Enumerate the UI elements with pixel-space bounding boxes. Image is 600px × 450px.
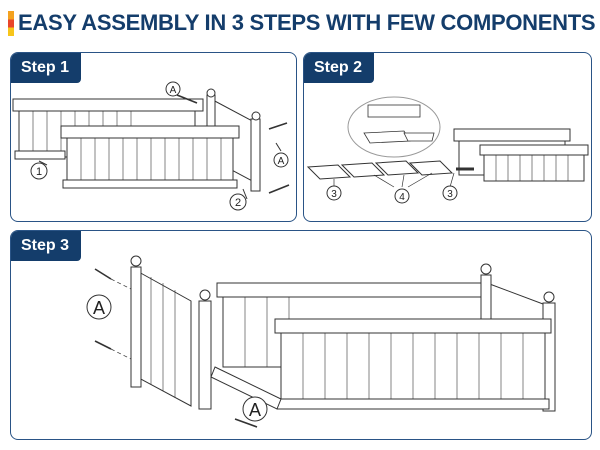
step-1-label: Step 1: [11, 53, 82, 83]
step-2-callout-3-right: 3: [447, 189, 453, 200]
step-2-panel: Step 2: [303, 52, 592, 222]
step-1-illustration: A A 1 2: [12, 81, 290, 211]
step-2-label: Step 2: [304, 53, 375, 83]
step-1-callout-a-top: A: [170, 85, 177, 96]
step-1-callout-a-right: A: [278, 156, 285, 167]
step-3-callout-a-left: A: [93, 298, 105, 318]
step-2-callout-3-left: 3: [331, 189, 337, 200]
title-accent-bar: [8, 11, 14, 36]
step-3-illustration: A A: [86, 255, 556, 428]
page-title: EASY ASSEMBLY IN 3 STEPS WITH FEW COMPON…: [18, 10, 596, 35]
step-2-illustration: 3 4 3: [306, 96, 589, 204]
step-1-callout-2: 2: [235, 197, 241, 209]
step-3-callout-a-bottom: A: [249, 400, 261, 420]
step-2-callout-4: 4: [399, 192, 405, 203]
step-3-label: Step 3: [11, 231, 82, 261]
step-1-panel: Step 1: [10, 52, 297, 222]
step-1-callout-1: 1: [36, 166, 42, 178]
step-3-panel: Step 3: [10, 230, 592, 440]
